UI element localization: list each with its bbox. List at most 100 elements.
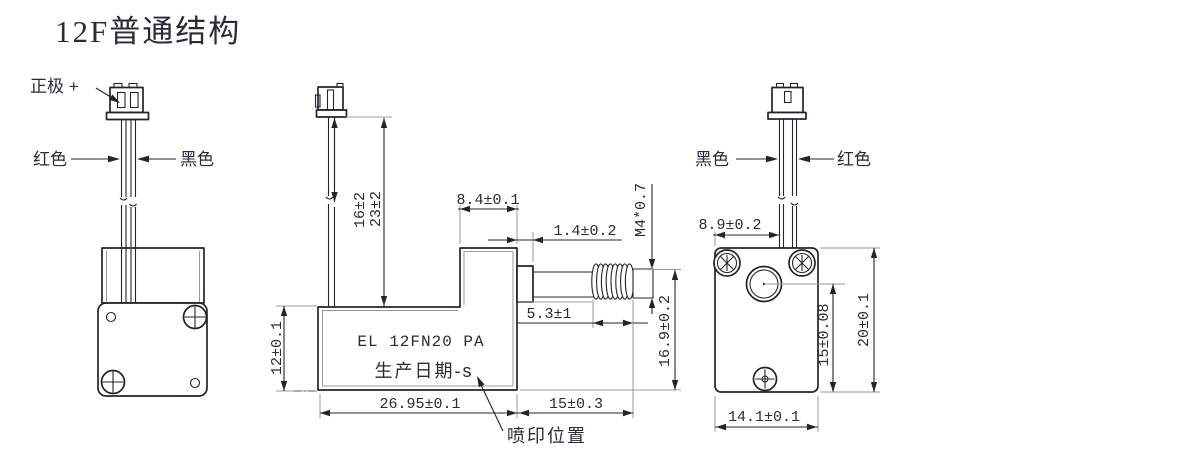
- dim-overall-height: 20±0.1: [856, 293, 873, 347]
- arrowhead: [507, 236, 517, 244]
- solenoid-body-outline: [317, 247, 518, 391]
- phillips-screw: [752, 366, 778, 392]
- connector-front: [105, 82, 150, 121]
- dimension-body-height: 12±0.1: [269, 305, 317, 392]
- dimension-wire-offset: 8.9±0.2: [698, 217, 779, 246]
- dim-thread-length: 5.3±1: [526, 306, 571, 323]
- arrowhead: [460, 205, 470, 213]
- phillips-screw: [788, 249, 816, 277]
- left-view: 正极 + 红色 黑色: [30, 77, 214, 397]
- arrowhead: [671, 380, 679, 390]
- arrowhead: [331, 192, 338, 202]
- lead-wires: [325, 117, 336, 307]
- connector-side: [314, 82, 348, 118]
- page-title: 12F普通结构: [55, 14, 241, 49]
- phillips-screw: [100, 369, 126, 395]
- arrowhead: [507, 205, 517, 213]
- arrowhead: [829, 284, 837, 294]
- arrowhead: [320, 409, 330, 417]
- arrowhead: [870, 382, 878, 392]
- connector-back: [767, 82, 807, 120]
- dim-body-width: 26.95±0.1: [379, 396, 460, 413]
- connector-pin: [129, 91, 139, 109]
- dimension-hole-to-bottom: 15±0.08: [764, 283, 845, 392]
- arrowhead: [109, 94, 120, 103]
- date-marking: 生产日期-s: [375, 361, 474, 381]
- arrowhead: [519, 409, 529, 417]
- connector-flange: [315, 109, 348, 118]
- arrowhead: [648, 259, 656, 269]
- dim-overall-width: 14.1±0.1: [728, 409, 800, 426]
- right-view: 黑色 红色 8.9±0.2 15±0.08 20: [695, 82, 880, 432]
- arrowhead: [829, 382, 837, 392]
- dimension-overall-height: 20±0.1: [820, 247, 880, 393]
- phillips-screw: [713, 249, 741, 277]
- middle-view: EL 12FN20 PA 生产日期-s 16±2 23±2 8.4±0.1: [269, 82, 681, 446]
- arrowhead: [798, 155, 810, 163]
- dim-shaft-extension: 15±0.3: [549, 396, 603, 413]
- arrowhead: [671, 270, 679, 280]
- shaft-tip: [632, 268, 654, 299]
- print-position-label: 喷印位置: [507, 426, 587, 446]
- dim-wire-length-16: 16±2: [352, 192, 369, 228]
- print-position-callout: 喷印位置: [477, 376, 587, 446]
- shaft-collar: [516, 265, 534, 303]
- dimension-wire-lengths: 16±2 23±2: [331, 116, 392, 306]
- arrowhead: [533, 236, 543, 244]
- positive-terminal-label: 正极 +: [30, 77, 79, 96]
- dimension-overall-width: 14.1±0.1: [714, 396, 819, 432]
- hole: [105, 311, 117, 323]
- black-wire-label: 黑色: [695, 150, 729, 169]
- red-wire-label: 红色: [33, 150, 67, 169]
- arrowhead: [870, 248, 878, 258]
- leader-line: [480, 384, 504, 432]
- dimension-collar: 1.4±0.2: [488, 223, 622, 262]
- red-wire-label: 红色: [837, 150, 871, 169]
- plunger-shaft: [516, 263, 654, 303]
- arrowhead: [623, 409, 633, 417]
- arrowhead: [507, 409, 517, 417]
- hole: [189, 377, 201, 389]
- dimension-shaft-height: 16.9±0.2: [520, 269, 681, 391]
- model-marking: EL 12FN20 PA: [357, 333, 484, 351]
- connector-latch: [314, 94, 321, 108]
- arrowhead: [380, 296, 388, 306]
- dim-collar-thickness: 1.4±0.2: [553, 223, 616, 240]
- connector-pin: [783, 90, 792, 104]
- arrowhead: [766, 155, 778, 163]
- arrowhead: [380, 118, 388, 128]
- arrowhead: [623, 319, 633, 327]
- connector-flange: [105, 111, 150, 121]
- arrowhead: [280, 306, 288, 316]
- arrowhead: [331, 118, 338, 128]
- dim-wire-length-23: 23±2: [368, 191, 385, 227]
- arrowhead: [769, 231, 779, 239]
- thread: [591, 263, 635, 300]
- arrowhead: [108, 155, 120, 163]
- wire-break: [777, 196, 786, 200]
- arrowhead: [137, 155, 149, 163]
- dim-shaft-height: 16.9±0.2: [657, 295, 674, 367]
- coil-body-outline: [101, 247, 205, 304]
- dimension-thread-length: 5.3±1: [518, 300, 648, 328]
- arrowhead: [648, 298, 656, 308]
- black-wire-label: 黑色: [180, 150, 214, 169]
- dim-body-height: 12±0.1: [269, 321, 286, 375]
- arrowhead: [807, 423, 817, 431]
- connector-flange: [767, 111, 807, 120]
- arrowhead: [280, 381, 288, 391]
- dim-hole-to-bottom: 15±0.08: [816, 303, 833, 366]
- thread-spec: M4*0.7: [633, 183, 650, 237]
- arrowhead: [716, 423, 726, 431]
- connector-pin: [116, 91, 126, 109]
- dim-wire-offset: 8.9±0.2: [698, 217, 761, 234]
- lead-wires: [119, 119, 137, 303]
- arrowhead: [477, 376, 485, 388]
- wire-break: [119, 197, 128, 201]
- wire-break: [790, 202, 799, 206]
- arrowhead: [593, 319, 603, 327]
- mounting-plate-outline: [97, 302, 208, 397]
- arrowhead: [715, 231, 725, 239]
